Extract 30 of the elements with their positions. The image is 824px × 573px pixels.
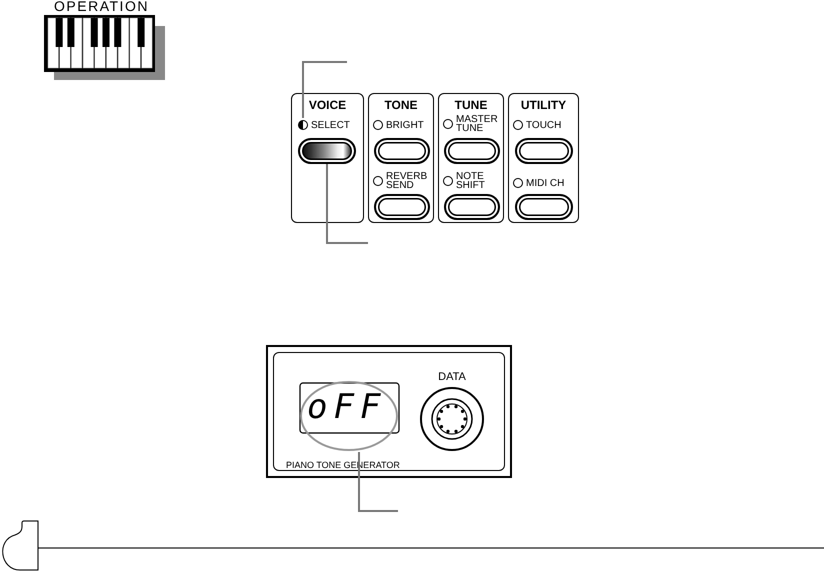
leader-line [326, 164, 368, 244]
display-readout: oFF [307, 387, 386, 427]
panel-caption: PIANO TONE GENERATOR [286, 460, 400, 470]
leader-line [358, 452, 398, 512]
panel-button [298, 138, 356, 164]
button-group-panel [291, 93, 364, 223]
button-label: TOUCH [526, 120, 562, 130]
button-label: MASTER TUNE [456, 115, 499, 133]
panel-button [444, 138, 500, 164]
dial-label: DATA [437, 371, 467, 383]
group-heading: UTILITY [520, 98, 568, 112]
button-group-panel [438, 93, 504, 223]
leader-line [302, 61, 347, 118]
panel-button [515, 138, 573, 164]
panel-button [515, 194, 573, 220]
button-label: MIDI CH [526, 178, 564, 188]
button-label: BRIGHT [386, 120, 424, 130]
panel-button [374, 138, 430, 164]
panel-button [374, 194, 430, 220]
panel-button [444, 194, 500, 220]
group-heading: VOICE [308, 98, 348, 112]
display-unit-panel [266, 345, 512, 478]
button-group-panel [508, 93, 579, 223]
group-heading: TONE [383, 98, 419, 112]
button-label: NOTE SHIFT [456, 172, 486, 190]
button-group-panel [368, 93, 434, 223]
button-label: SELECT [311, 120, 350, 130]
group-heading: TUNE [454, 98, 488, 112]
button-label: REVERB SEND [386, 172, 428, 190]
section-heading: OPERATION [53, 0, 150, 14]
